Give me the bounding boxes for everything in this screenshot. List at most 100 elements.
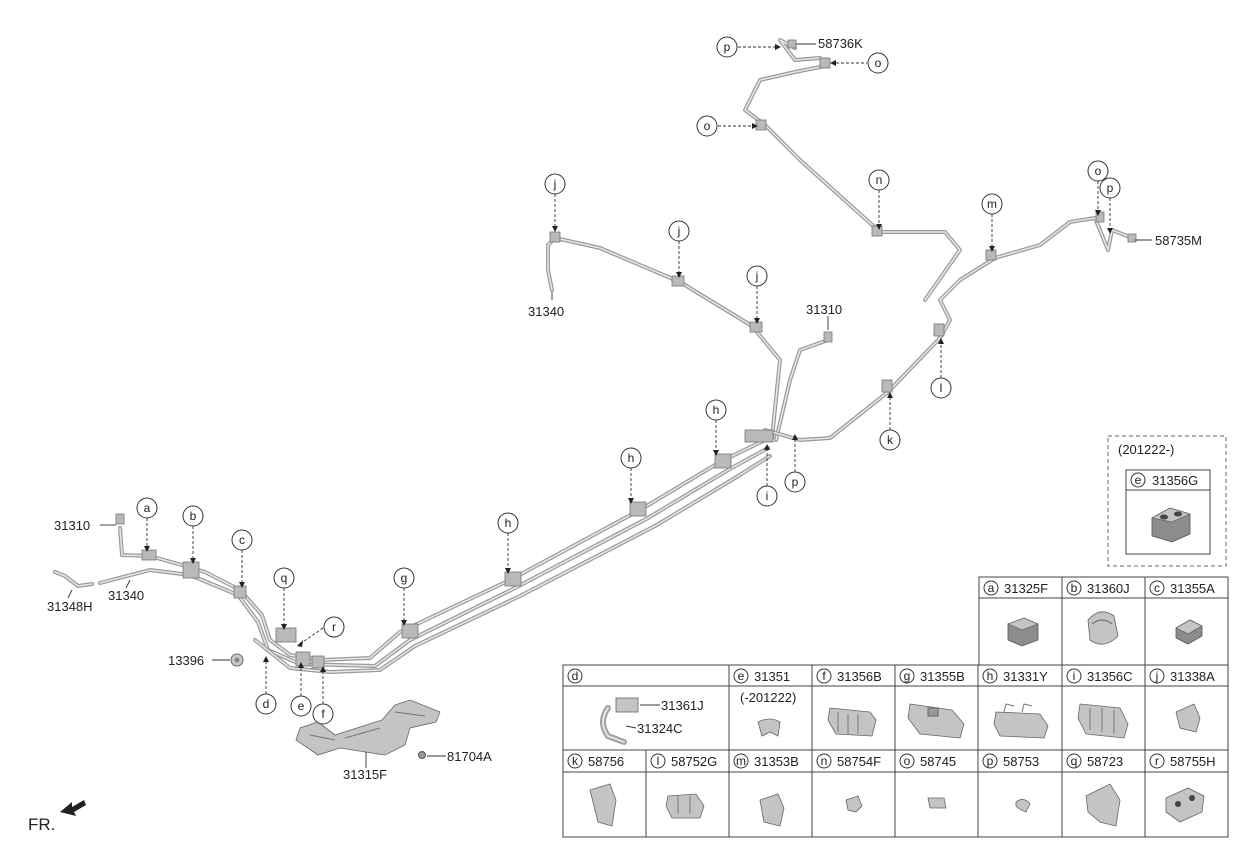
svg-text:f: f — [321, 707, 325, 721]
svg-text:58756: 58756 — [588, 754, 624, 769]
front-direction-marker: FR. — [28, 800, 86, 834]
callout-g: g — [393, 567, 415, 589]
svg-text:n: n — [876, 173, 883, 187]
label-31340-left: 31340 — [108, 588, 144, 603]
legend-b: b 31360J — [1066, 580, 1130, 596]
callout-j-mid: j — [668, 220, 690, 242]
svg-text:g: g — [904, 669, 911, 683]
svg-text:l: l — [657, 754, 660, 768]
svg-text:31353B: 31353B — [754, 754, 799, 769]
part-labels: 58736K 58735M 31340 31310 31310 31340 31… — [47, 36, 1202, 782]
legend-q: q 58723 — [1066, 753, 1123, 769]
callout-k: k — [879, 429, 901, 451]
callout-o-top: o — [867, 52, 889, 74]
svg-text:p: p — [792, 475, 799, 489]
svg-text:q: q — [1071, 754, 1078, 768]
svg-text:a: a — [988, 581, 995, 595]
part-31353B-icon — [759, 793, 785, 827]
bracket-31315F — [295, 699, 441, 759]
label-31310-mid: 31310 — [806, 302, 842, 317]
callout-c: c — [231, 529, 253, 551]
svg-text:FR.: FR. — [28, 815, 55, 834]
callout-r: r — [323, 616, 345, 638]
leader-lines — [67, 43, 1152, 768]
svg-text:p: p — [1107, 181, 1114, 195]
svg-text:k: k — [887, 433, 894, 447]
svg-text:a: a — [144, 501, 151, 515]
svg-text:o: o — [875, 56, 882, 70]
part-31338A-icon — [1175, 703, 1201, 733]
label-31315F: 31315F — [343, 767, 387, 782]
callout-m: m — [981, 193, 1003, 215]
part-31356G-icon — [1150, 507, 1192, 543]
callout-p-right: p — [1099, 177, 1121, 199]
svg-text:58753: 58753 — [1003, 754, 1039, 769]
part-58756-icon — [589, 783, 617, 827]
svg-text:e: e — [1135, 473, 1142, 487]
label-58735M: 58735M — [1155, 233, 1202, 248]
callout-i: i — [756, 485, 778, 507]
svg-text:31356B: 31356B — [837, 669, 882, 684]
svg-text:g: g — [401, 571, 408, 585]
svg-text:h: h — [505, 516, 512, 530]
part-58755H-icon — [1165, 787, 1205, 823]
part-31356B-icon — [827, 707, 877, 737]
svg-text:j: j — [677, 224, 681, 238]
callout-d: d — [255, 693, 277, 715]
svg-text:i: i — [766, 489, 769, 503]
svg-text:o: o — [1095, 164, 1102, 178]
svg-text:31361J: 31361J — [661, 698, 704, 713]
inset-box: (201222-) e 31356G — [1107, 435, 1227, 567]
svg-text:h: h — [987, 669, 994, 683]
svg-text:31360J: 31360J — [1087, 581, 1130, 596]
label-13396: 13396 — [168, 653, 204, 668]
svg-text:k: k — [572, 754, 579, 768]
svg-text:58755H: 58755H — [1170, 754, 1216, 769]
svg-text:(-201222): (-201222) — [740, 690, 796, 705]
part-31331Y-icon — [993, 703, 1049, 739]
svg-text:31355A: 31355A — [1170, 581, 1215, 596]
callout-h-left: h — [497, 512, 519, 534]
svg-text:b: b — [1071, 581, 1078, 595]
grommet-13396 — [230, 653, 244, 667]
legend-c: c 31355A — [1149, 580, 1215, 596]
svg-text:c: c — [1154, 581, 1160, 595]
part-58752G-icon — [665, 793, 705, 819]
svg-text:j: j — [553, 177, 557, 191]
part-31355B-icon — [907, 703, 965, 739]
callout-p-mid: p — [784, 471, 806, 493]
fuel-pipe-assembly — [53, 38, 1134, 674]
svg-text:l: l — [940, 381, 943, 395]
part-58753-icon — [1015, 799, 1031, 813]
label-81704A: 81704A — [447, 749, 492, 764]
pipe-clips — [115, 39, 1137, 669]
svg-text:58723: 58723 — [1087, 754, 1123, 769]
svg-text:31338A: 31338A — [1170, 669, 1215, 684]
callouts: p o o n m o p j j j h h h g i p k l a b … — [136, 36, 1121, 725]
label-58736K: 58736K — [818, 36, 863, 51]
svg-text:p: p — [724, 40, 731, 54]
callout-h-mid: h — [620, 447, 642, 469]
part-31351-icon — [757, 718, 781, 737]
svg-text:i: i — [1073, 669, 1076, 683]
label-31310-left: 31310 — [54, 518, 90, 533]
callout-n: n — [868, 169, 890, 191]
callout-l: l — [930, 377, 952, 399]
callout-f: f — [312, 703, 334, 725]
svg-text:r: r — [332, 620, 336, 634]
callout-j-right: j — [746, 265, 768, 287]
callout-o-right: o — [1087, 160, 1109, 182]
callout-o-left: o — [696, 115, 718, 137]
part-31356C-icon — [1077, 703, 1129, 739]
